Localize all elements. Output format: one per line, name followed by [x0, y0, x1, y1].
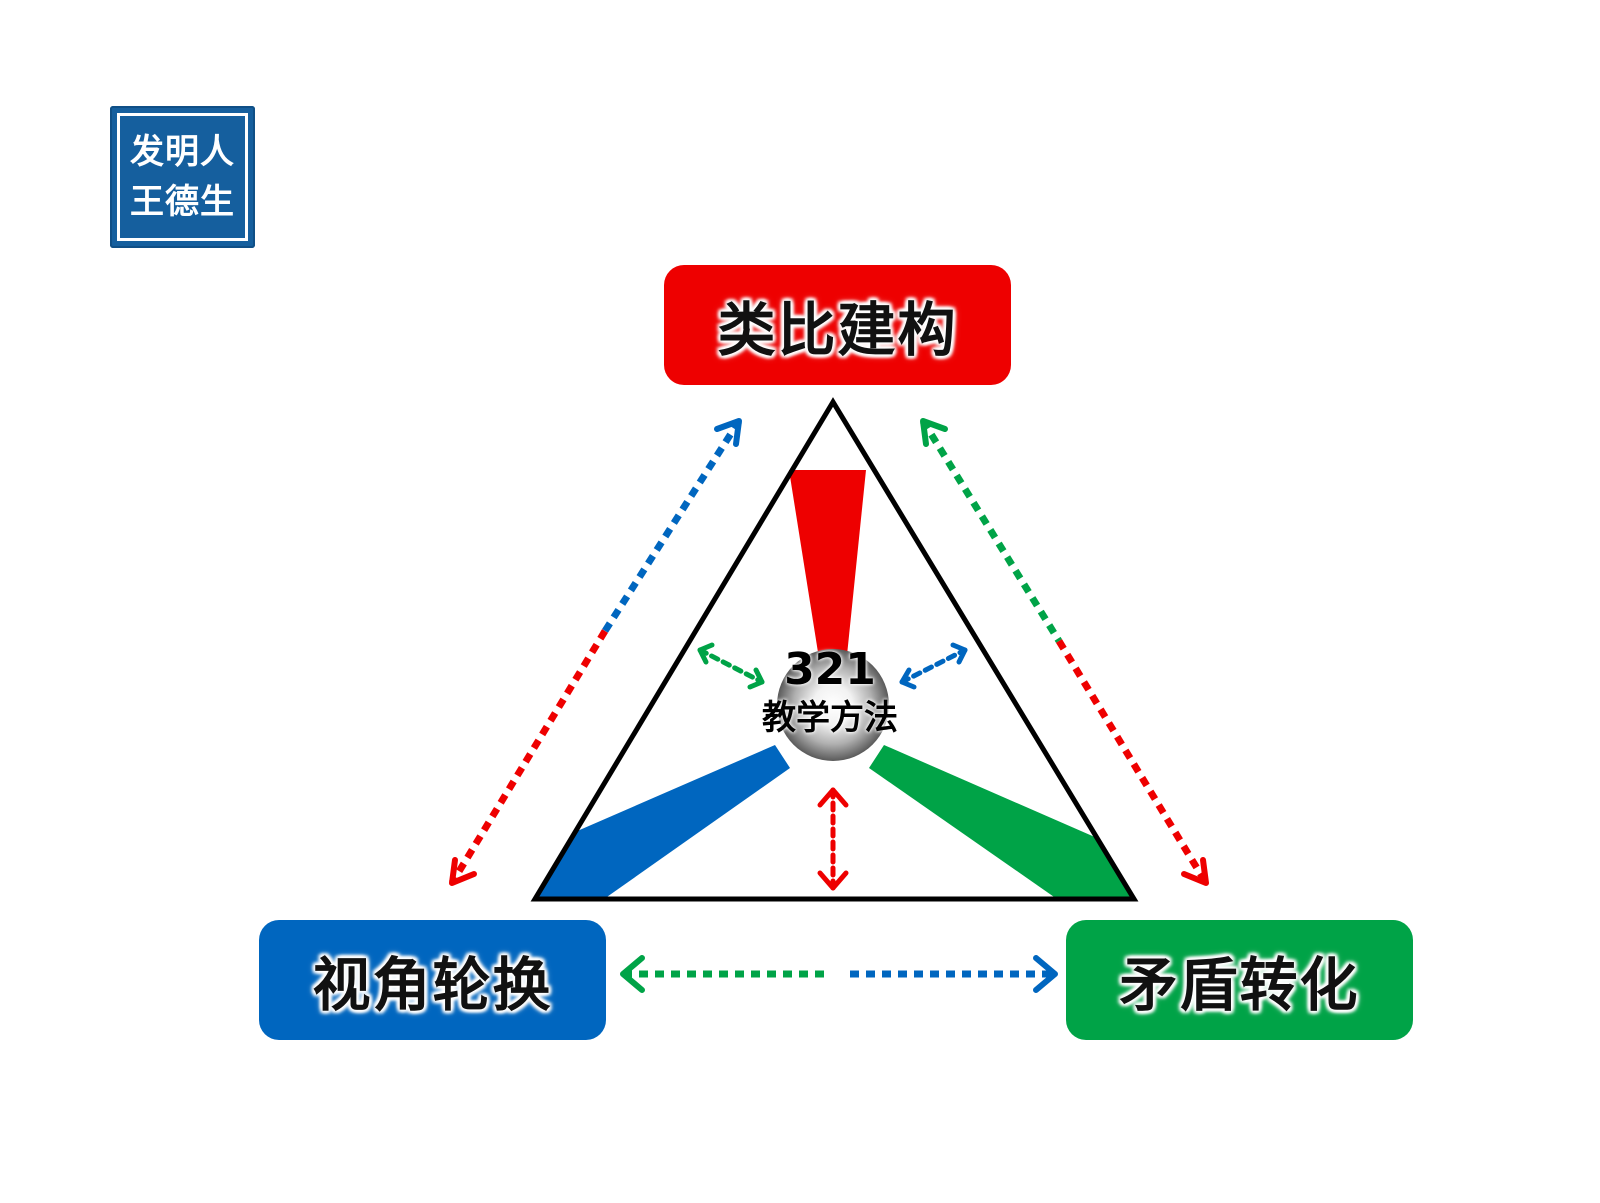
green-spoke	[869, 745, 1132, 899]
outer-arrow-right	[920, 419, 1209, 885]
node-analogy-construction: 类比建构	[664, 265, 1011, 385]
inventor-seal: 发明人 王德生	[110, 106, 255, 248]
outer-arrow-bottom-heads	[620, 955, 1058, 993]
inner-arrow-blue-heads	[899, 642, 968, 690]
node-perspective-rotation-label: 视角轮换	[312, 951, 553, 1019]
center-number: 321	[784, 644, 876, 695]
inner-arrow-green	[697, 647, 765, 685]
inner-arrow-blue	[899, 647, 968, 685]
outer-arrow-left-heads	[449, 418, 742, 886]
blue-spoke	[535, 745, 790, 899]
center-subtitle: 教学方法	[762, 698, 898, 738]
seal-line-2: 王德生	[130, 182, 235, 222]
triangle-outline	[530, 397, 1139, 902]
inner-arrow-green-heads	[697, 642, 765, 690]
node-contradiction-transformation: 矛盾转化	[1066, 920, 1413, 1040]
center-sphere	[777, 649, 889, 761]
node-contradiction-transformation-label: 矛盾转化	[1119, 951, 1360, 1019]
node-perspective-rotation: 视角轮换	[259, 920, 606, 1040]
seal-border: 发明人 王德生	[117, 113, 248, 241]
node-analogy-construction-label: 类比建构	[717, 296, 958, 364]
inner-arrow-red-heads	[817, 787, 849, 891]
outer-arrow-right-heads	[920, 418, 1209, 886]
seal-line-1: 发明人	[130, 132, 235, 172]
outer-arrow-left	[449, 419, 742, 885]
red-spoke	[789, 470, 866, 665]
